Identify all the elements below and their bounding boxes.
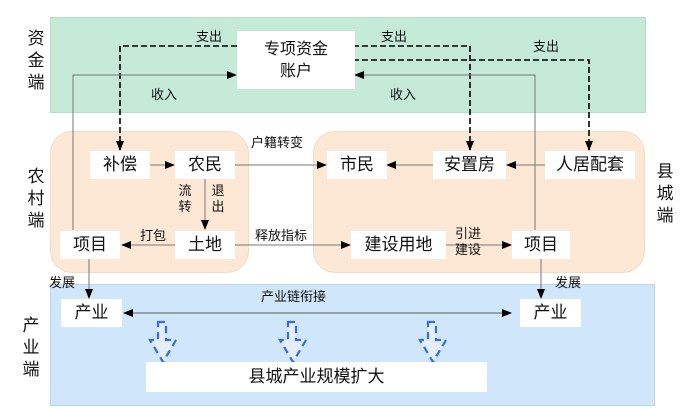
label-chain-link: 产业链衔接 [261, 290, 327, 305]
node-county-project: 项目 [512, 231, 570, 259]
side-label-industry: 产业端 [22, 316, 40, 380]
label-expenditure-3: 支出 [533, 40, 560, 55]
label-circulation: 流转 [178, 184, 192, 215]
label-income-2: 收入 [390, 88, 417, 103]
income-line-county-project [354, 71, 536, 230]
node-citizen: 市民 [327, 151, 387, 179]
node-industry-right: 产业 [520, 299, 581, 327]
node-land: 土地 [175, 231, 235, 259]
node-resettlement-housing: 安置房 [433, 151, 506, 179]
label-hukou-change: 户籍转变 [251, 136, 304, 151]
side-label-county: 县城端 [656, 162, 674, 226]
down-arrow-icon-2 [278, 320, 308, 365]
label-expenditure-2: 支出 [381, 30, 408, 45]
node-compensation: 补偿 [90, 151, 150, 179]
label-introduce-build: 引进建设 [454, 227, 481, 258]
expenditure-line-resettlement [353, 45, 474, 151]
expenditure-line-facilities [353, 59, 593, 151]
label-release-quota: 释放指标 [255, 229, 308, 244]
label-exit: 退出 [211, 184, 225, 215]
label-develop-right: 发展 [555, 276, 582, 291]
label-package: 打包 [140, 229, 167, 244]
income-line-rural-project [72, 71, 237, 230]
expenditure-line-compensation [116, 45, 237, 151]
label-develop-left: 发展 [49, 276, 76, 291]
node-special-account: 专项资金账户 [237, 31, 355, 89]
node-farmer: 农民 [175, 151, 235, 179]
label-expenditure-1: 支出 [196, 30, 223, 45]
node-rural-project: 项目 [60, 231, 120, 259]
node-industry-left: 产业 [61, 299, 122, 327]
down-arrow-icon-1 [148, 320, 178, 365]
label-income-1: 收入 [151, 88, 178, 103]
side-label-capital: 资金端 [27, 29, 45, 93]
node-scale-expansion: 县城产业规模扩大 [146, 362, 487, 392]
node-construction-land: 建设用地 [351, 231, 446, 259]
down-arrow-icon-3 [418, 320, 448, 365]
side-label-rural: 农村端 [27, 167, 45, 231]
node-living-facilities: 人居配套 [545, 151, 635, 179]
